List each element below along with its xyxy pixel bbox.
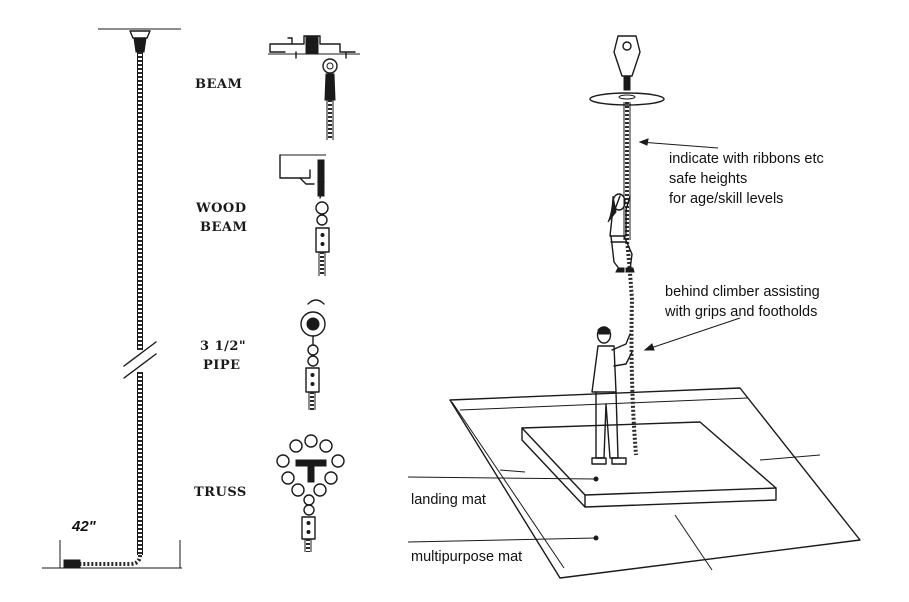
- multipurpose-mat-arrow: [407, 537, 597, 543]
- truss-mount: [276, 434, 345, 552]
- climber-figure: [607, 193, 635, 273]
- rope-length-illustration: 42": [42, 28, 182, 569]
- ribbons-arrow: [639, 141, 719, 149]
- ribbons-note-line2: safe heights: [669, 171, 747, 187]
- pipe-mount: [300, 299, 326, 410]
- spotter-note-line2: with grips and footholds: [664, 304, 817, 320]
- landing-mat-arrow: [407, 476, 597, 480]
- multipurpose-mat: [449, 387, 861, 579]
- ceiling-hook: [613, 35, 641, 77]
- climbing-rope: [625, 102, 638, 456]
- rope-length-label: 42": [71, 518, 97, 535]
- spotter-note-line1: behind climber assisting: [665, 284, 820, 300]
- ribbons-note-line1: indicate with ribbons etc: [669, 151, 824, 167]
- landing-mat-label: landing mat: [411, 492, 486, 508]
- beam-label: BEAM: [195, 77, 242, 92]
- rope-disc: [589, 92, 665, 106]
- wood-beam-mount: [279, 154, 330, 276]
- wood-beam-label-line2: BEAM: [200, 220, 247, 235]
- wood-beam-label-line1: WOOD: [195, 201, 247, 216]
- truss-label: TRUSS: [194, 485, 247, 500]
- steel-beam-mount: [268, 35, 360, 140]
- climbing-scene: [407, 35, 861, 579]
- pipe-label-line1: 3 1/2": [200, 339, 246, 354]
- spotter-figure: [591, 326, 633, 465]
- pipe-label-line2: PIPE: [203, 358, 241, 373]
- multipurpose-mat-label: multipurpose mat: [411, 549, 522, 565]
- landing-mat: [521, 421, 777, 496]
- spotter-arrow: [644, 317, 741, 351]
- ribbons-note-line3: for age/skill levels: [669, 191, 783, 207]
